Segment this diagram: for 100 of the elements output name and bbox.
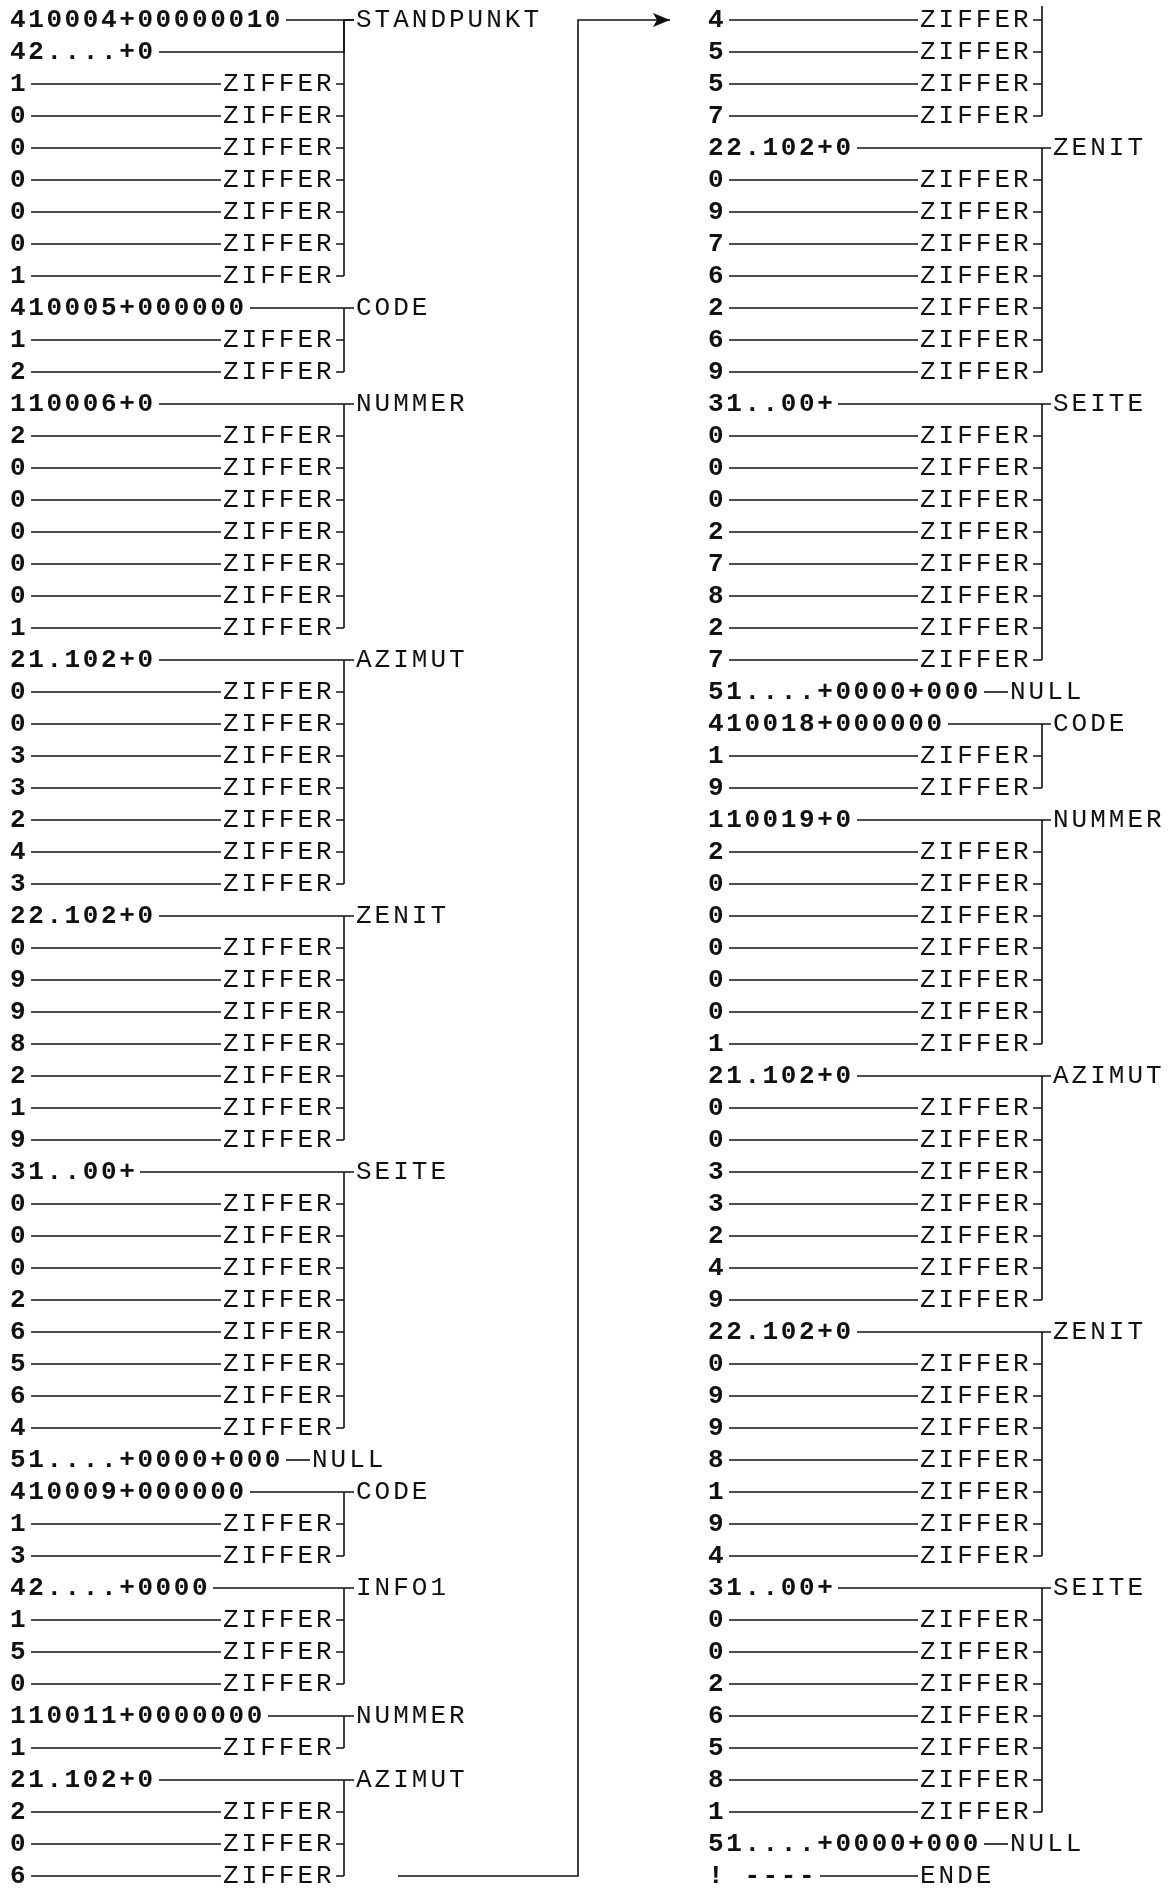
record-code: 22.102+0 <box>708 132 854 164</box>
digit: 0 <box>708 452 727 484</box>
connector-line <box>728 19 919 21</box>
digit: 0 <box>708 1604 727 1636</box>
group-label: NUMMER <box>1053 804 1165 836</box>
field-label: ZIFFER <box>223 356 335 388</box>
connector-line <box>837 403 1052 405</box>
field-label: ZIFFER <box>920 740 1032 772</box>
connector-line <box>728 339 919 341</box>
connector-line <box>728 1011 919 1013</box>
field-label: ZIFFER <box>920 4 1032 36</box>
digit: 2 <box>10 1284 29 1316</box>
digit: 0 <box>10 932 29 964</box>
connector-line <box>728 1427 919 1429</box>
group-label: AZIMUT <box>356 644 468 676</box>
field-label: ZIFFER <box>223 1412 335 1444</box>
digit: 2 <box>10 1796 29 1828</box>
digit: 1 <box>708 1796 727 1828</box>
connector-line <box>728 1171 919 1173</box>
record-code: 410018+000000 <box>708 708 945 740</box>
connector-line <box>249 307 355 309</box>
group-label: CODE <box>356 292 431 324</box>
connector-line <box>728 275 919 277</box>
field-label: ZIFFER <box>223 324 335 356</box>
digit: 9 <box>708 1508 727 1540</box>
digit: 0 <box>10 1668 29 1700</box>
field-label: ZIFFER <box>223 164 335 196</box>
group-label: ZENIT <box>1053 1316 1146 1348</box>
field-label: ZIFFER <box>920 1476 1032 1508</box>
digit: 1 <box>10 260 29 292</box>
connector-line <box>728 1203 919 1205</box>
digit: 4 <box>10 1412 29 1444</box>
record-code: 410009+000000 <box>10 1476 247 1508</box>
digit: 9 <box>708 356 727 388</box>
digit: 1 <box>708 1028 727 1060</box>
field-label: ZIFFER <box>223 132 335 164</box>
field-label: ZIFFER <box>223 196 335 228</box>
field-label: ZIFFER <box>920 1508 1032 1540</box>
field-label: ZIFFER <box>920 580 1032 612</box>
digit: 0 <box>708 484 727 516</box>
digit: 2 <box>708 292 727 324</box>
connector-line <box>728 659 919 661</box>
field-label: ZIFFER <box>920 484 1032 516</box>
connector-line <box>30 1107 222 1109</box>
connector-line <box>30 1395 222 1397</box>
field-label: ZIFFER <box>223 1092 335 1124</box>
digit: 7 <box>708 548 727 580</box>
field-label: ZIFFER <box>920 1540 1032 1572</box>
digit: 7 <box>708 228 727 260</box>
field-label: ZIFFER <box>920 1796 1032 1828</box>
record-code: 51....+0000+000 <box>708 1828 982 1860</box>
field-label: ZIFFER <box>920 260 1032 292</box>
digit: 0 <box>10 132 29 164</box>
connector-line <box>30 1683 222 1685</box>
digit: 5 <box>708 1732 727 1764</box>
record-code: 110006+0 <box>10 388 156 420</box>
field-label: ZIFFER <box>223 1284 335 1316</box>
group-label: ZENIT <box>356 900 449 932</box>
digit: 6 <box>10 1380 29 1412</box>
connector-line <box>728 243 919 245</box>
field-label: ENDE <box>920 1860 995 1892</box>
digit: 2 <box>708 516 727 548</box>
connector-line <box>728 1523 919 1525</box>
digit: 0 <box>708 996 727 1028</box>
digit: 0 <box>10 1252 29 1284</box>
connector-line <box>728 307 919 309</box>
digit: 0 <box>708 1636 727 1668</box>
connector-line <box>30 883 222 885</box>
field-label: ZIFFER <box>223 1796 335 1828</box>
field-label: ZIFFER <box>223 1220 335 1252</box>
field-label: ZIFFER <box>223 1604 335 1636</box>
field-label: ZIFFER <box>223 260 335 292</box>
field-label: ZIFFER <box>223 1188 335 1220</box>
digit: 8 <box>708 1764 727 1796</box>
digit: 0 <box>10 708 29 740</box>
group-label: NUMMER <box>356 1700 468 1732</box>
group-label: AZIMUT <box>356 1764 468 1796</box>
digit: 0 <box>10 548 29 580</box>
field-label: ZIFFER <box>223 932 335 964</box>
connector-line <box>728 851 919 853</box>
connector-line <box>30 851 222 853</box>
connector-line <box>728 979 919 981</box>
connector-line <box>728 531 919 533</box>
connector-line <box>728 1363 919 1365</box>
field-label: ZIFFER <box>223 612 335 644</box>
field-label: ZIFFER <box>920 1700 1032 1732</box>
digit: 8 <box>708 580 727 612</box>
connector-line <box>728 947 919 949</box>
field-label: ZIFFER <box>223 548 335 580</box>
connector-line <box>728 51 919 53</box>
connector-line <box>728 83 919 85</box>
connector-line <box>728 1811 919 1813</box>
connector-line <box>267 1715 355 1717</box>
connector-line <box>728 1107 919 1109</box>
record-code: 21.102+0 <box>708 1060 854 1092</box>
connector-line <box>158 915 355 917</box>
field-label: ZIFFER <box>920 516 1032 548</box>
connector-line <box>856 819 1052 821</box>
connector-line <box>728 1651 919 1653</box>
digit: 5 <box>708 68 727 100</box>
